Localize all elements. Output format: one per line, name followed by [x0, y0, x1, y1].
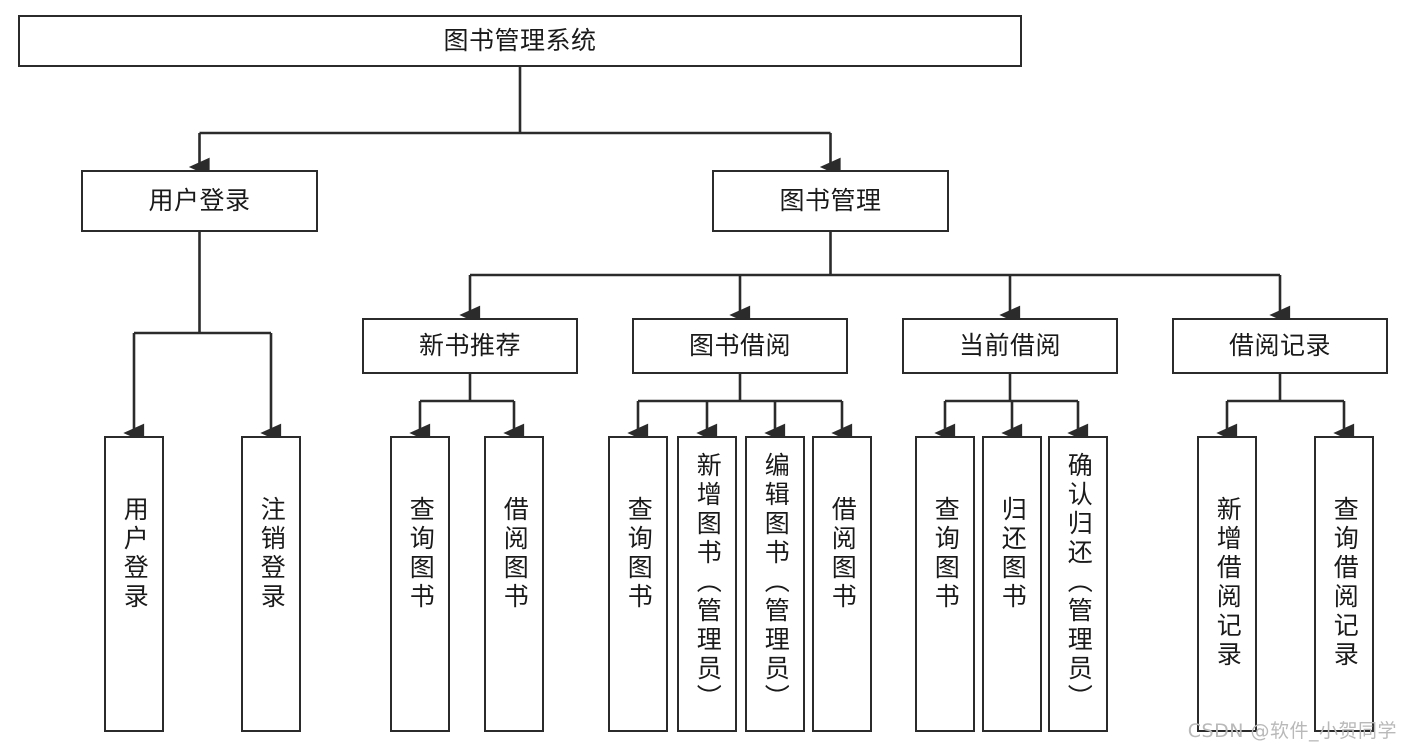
node-label: 借阅记录	[1228, 330, 1331, 360]
node-label: 图书管理	[779, 185, 882, 215]
node-label: 新书推荐	[418, 330, 521, 360]
node-leaf-edit-book[interactable]: 编辑图书（管理员）	[745, 436, 805, 732]
node-label: 图书管理系统	[443, 25, 597, 55]
node-label: 借阅图书	[828, 496, 858, 612]
node-borrow-record[interactable]: 借阅记录	[1172, 318, 1388, 374]
node-leaf-user-login[interactable]: 用户登录	[104, 436, 164, 732]
node-label: 查询借阅记录	[1330, 496, 1360, 670]
node-label: 图书借阅	[688, 330, 791, 360]
node-label: 归还图书	[998, 496, 1028, 612]
watermark-text: CSDN @软件_小贺同学	[1187, 720, 1397, 742]
node-leaf-query-book-3[interactable]: 查询图书	[915, 436, 975, 732]
node-leaf-user-logout[interactable]: 注销登录	[241, 436, 301, 732]
node-user-login[interactable]: 用户登录	[81, 170, 318, 232]
node-label: 查询图书	[931, 496, 961, 612]
node-leaf-add-record[interactable]: 新增借阅记录	[1197, 436, 1257, 732]
node-label: 注销登录	[257, 496, 287, 612]
node-new-book-rec[interactable]: 新书推荐	[362, 318, 578, 374]
node-book-borrow[interactable]: 图书借阅	[632, 318, 848, 374]
node-label: 新增图书（管理员）	[693, 452, 723, 713]
node-label: 新增借阅记录	[1213, 496, 1243, 670]
node-book-manage[interactable]: 图书管理	[712, 170, 949, 232]
node-leaf-return-book[interactable]: 归还图书	[982, 436, 1042, 732]
node-label: 借阅图书	[500, 496, 530, 612]
node-leaf-add-book[interactable]: 新增图书（管理员）	[677, 436, 737, 732]
node-leaf-borrow-book-1[interactable]: 借阅图书	[484, 436, 544, 732]
node-label: 用户登录	[120, 496, 150, 612]
node-leaf-query-record[interactable]: 查询借阅记录	[1314, 436, 1374, 732]
node-label: 确认归还（管理员）	[1064, 452, 1094, 713]
node-label: 当前借阅	[958, 330, 1061, 360]
node-leaf-query-book-2[interactable]: 查询图书	[608, 436, 668, 732]
node-label: 查询图书	[406, 496, 436, 612]
node-label: 查询图书	[624, 496, 654, 612]
node-label: 用户登录	[148, 185, 251, 215]
node-current-borrow[interactable]: 当前借阅	[902, 318, 1118, 374]
node-leaf-borrow-book-2[interactable]: 借阅图书	[812, 436, 872, 732]
node-label: 编辑图书（管理员）	[761, 452, 791, 713]
node-leaf-confirm-return[interactable]: 确认归还（管理员）	[1048, 436, 1108, 732]
node-root[interactable]: 图书管理系统	[18, 15, 1022, 67]
node-leaf-query-book-1[interactable]: 查询图书	[390, 436, 450, 732]
